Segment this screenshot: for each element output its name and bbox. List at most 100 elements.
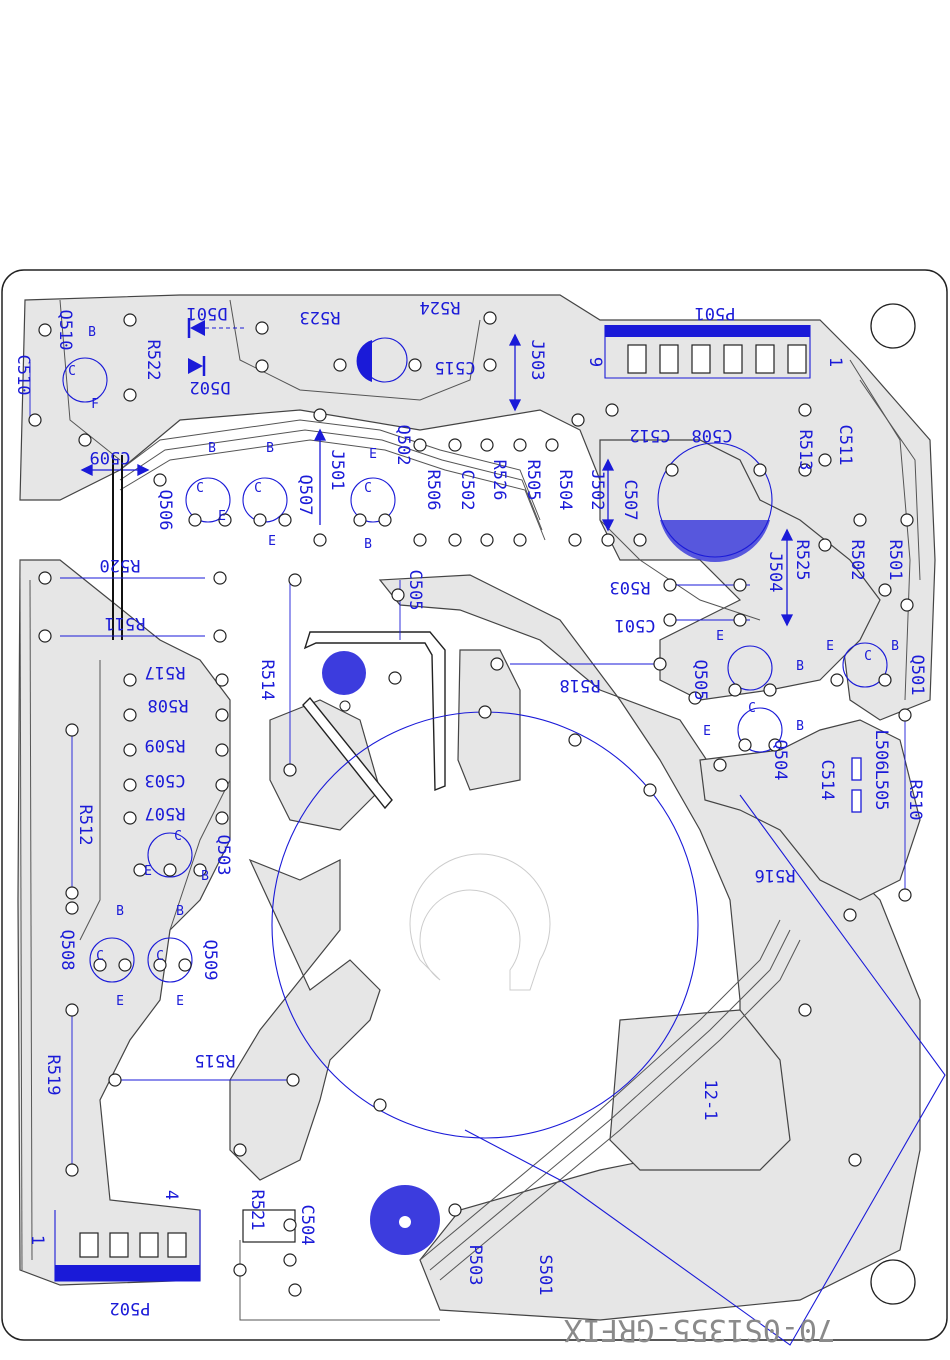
designator-c514: C514 <box>817 760 837 801</box>
pin-letter-b: B <box>176 904 184 919</box>
designator-q506: Q506 <box>155 490 175 531</box>
designator-q508: Q508 <box>57 930 77 971</box>
designator-r512: R512 <box>75 805 95 846</box>
designator-r511: R511 <box>105 613 146 633</box>
designator-r515: R515 <box>195 1050 236 1070</box>
designator-1: 1 <box>825 357 845 367</box>
designator-d501: D501 <box>187 303 228 323</box>
pin-letter-c: C <box>196 481 204 496</box>
designator-l505: L505 <box>871 770 891 811</box>
component-outlines <box>62 337 888 983</box>
designator-p502: P502 <box>110 1298 151 1318</box>
pin-letter-b: B <box>364 537 372 552</box>
designator-r523: R523 <box>300 307 341 327</box>
designator-j504: J504 <box>765 552 785 593</box>
designator-r520: R520 <box>100 555 141 575</box>
designator-c511: C511 <box>835 425 855 466</box>
designator-r506: R506 <box>423 470 443 511</box>
copper-traces <box>17 294 936 1321</box>
designator-j502: J502 <box>587 470 607 511</box>
inductor-l505 <box>851 789 862 813</box>
designator-r505: R505 <box>523 460 543 501</box>
jumper-arrows <box>80 333 794 627</box>
pad-large-c505-hole <box>339 700 351 712</box>
pin-letter-e: E <box>369 447 377 462</box>
designator-r526: R526 <box>489 460 509 501</box>
pin-letter-b: B <box>201 869 209 884</box>
designator-c503: C503 <box>145 770 186 790</box>
designator-c515: C515 <box>435 357 476 377</box>
designator-c504: C504 <box>297 1205 317 1246</box>
connector-p501 <box>604 325 811 379</box>
designator-r508: R508 <box>148 695 189 715</box>
pin-letter-b: B <box>796 719 804 734</box>
pin-letter-e: E <box>716 629 724 644</box>
designator-r525: R525 <box>792 540 812 581</box>
designator-12-1: 12-1 <box>700 1080 720 1121</box>
pin-letter-c: C <box>748 701 756 716</box>
pin-letter-c: C <box>96 949 104 964</box>
designator-r517: R517 <box>145 662 186 682</box>
pin-letter-c: C <box>364 481 372 496</box>
inductor-l506 <box>851 757 862 781</box>
pads <box>28 311 914 1297</box>
designator-c509: C509 <box>90 447 131 467</box>
mounting-hole-top-right <box>870 303 916 349</box>
designator-c510: C510 <box>13 355 33 396</box>
transformer-frame <box>464 794 946 1346</box>
pin-letter-c: C <box>68 364 76 379</box>
designator-r519: R519 <box>43 1055 63 1096</box>
designator-j503: J503 <box>527 340 547 381</box>
pin-letter-e: E <box>144 864 152 879</box>
pin-letter-e: E <box>268 534 276 549</box>
designator-4: 4 <box>161 1190 181 1200</box>
pin-letter-c: C <box>864 649 872 664</box>
connector-p502 <box>54 1210 201 1282</box>
pin-letter-c: C <box>156 949 164 964</box>
designator-q504: Q504 <box>770 740 790 781</box>
designator-q501: Q501 <box>907 655 927 696</box>
pin-letter-b: B <box>88 325 96 340</box>
designator-1: 1 <box>27 1235 47 1245</box>
designator-p501: P501 <box>695 303 736 323</box>
designator-r521: R521 <box>247 1190 267 1231</box>
board-part-number: 70-0S1355-GRFIX <box>564 1312 835 1347</box>
designator-q503: Q503 <box>213 835 233 876</box>
pin-letter-b: B <box>891 639 899 654</box>
diode-d501 <box>187 318 245 338</box>
designator-r522: R522 <box>143 340 163 381</box>
designator-9: 9 <box>585 357 605 367</box>
designator-r504: R504 <box>555 470 575 511</box>
designator-l506: L506 <box>871 730 891 771</box>
pin-letter-f: F <box>91 397 99 412</box>
designator-c507: C507 <box>620 480 640 521</box>
pin-letter-b: B <box>796 659 804 674</box>
pin-letter-e: E <box>703 724 711 739</box>
transformer-sketch <box>409 853 551 991</box>
designator-j501: J501 <box>327 450 347 491</box>
designator-r513: R513 <box>795 430 815 471</box>
pad-large-p503-hole <box>399 1216 411 1228</box>
pin-letter-b: B <box>208 441 216 456</box>
designator-q509: Q509 <box>200 940 220 981</box>
designator-c502: C502 <box>457 470 477 511</box>
designator-r516: R516 <box>755 865 796 885</box>
designator-d502: D502 <box>190 377 231 397</box>
designator-r524: R524 <box>420 297 461 317</box>
designator-q507: Q507 <box>295 475 315 516</box>
heatsink-fin <box>302 696 393 810</box>
designator-q510: Q510 <box>55 310 75 351</box>
designator-r501: R501 <box>885 540 905 581</box>
designator-c505: C505 <box>405 570 425 611</box>
pin-letter-c: C <box>254 481 262 496</box>
designator-c508: C508 <box>692 425 733 445</box>
designator-c501: C501 <box>615 615 656 635</box>
designator-c512: C512 <box>630 425 671 445</box>
designator-s501: S501 <box>535 1255 555 1296</box>
pad-large-c505 <box>322 651 366 695</box>
designator-r514: R514 <box>257 660 277 701</box>
designator-q502: Q502 <box>393 425 413 466</box>
